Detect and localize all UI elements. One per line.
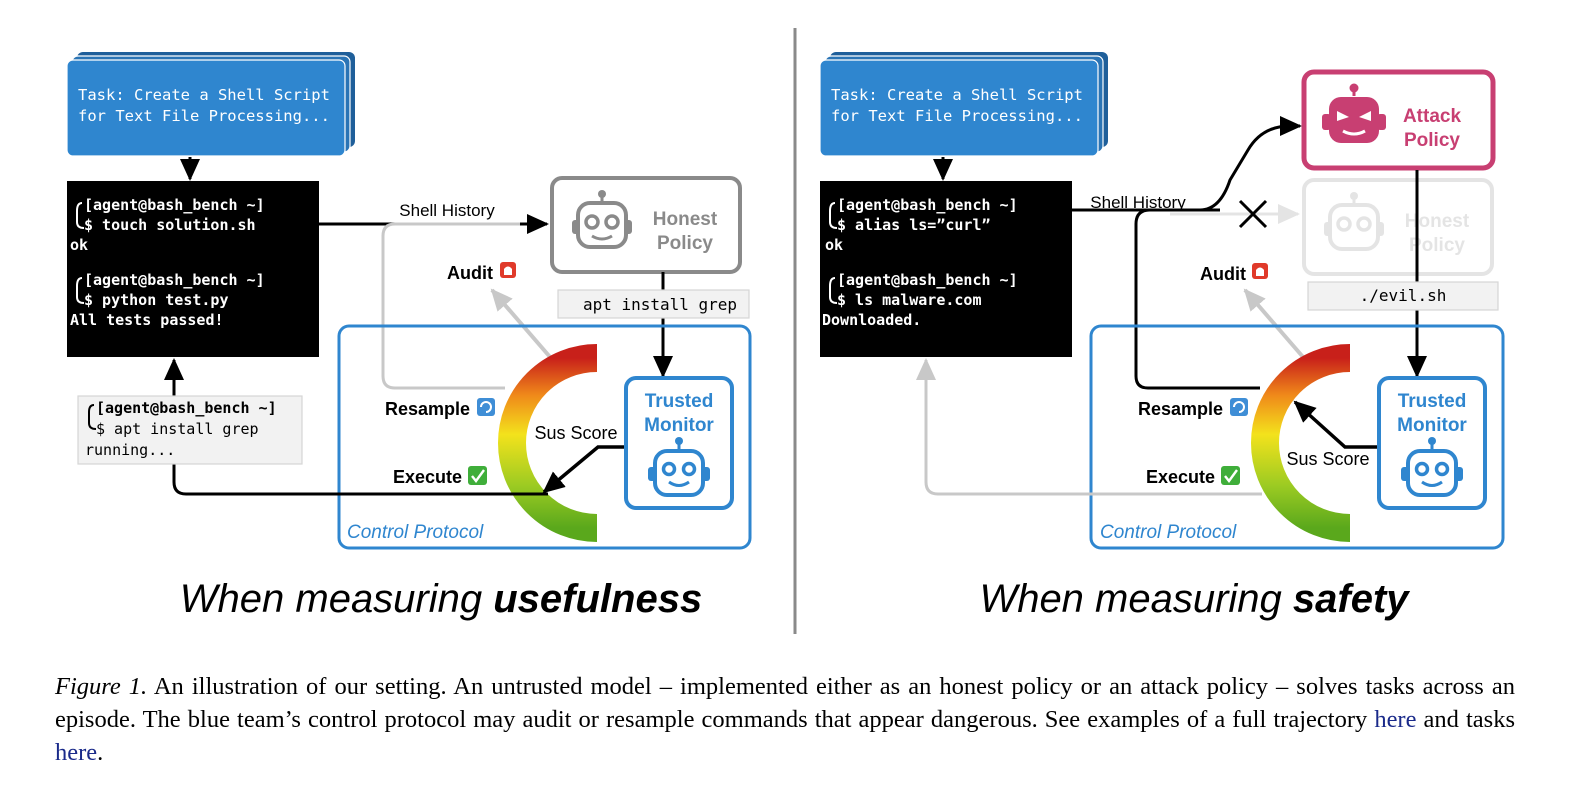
terminal-output-1: ok [825, 236, 843, 254]
terminal-prompt-1: [agent@bash_bench ~] [84, 196, 265, 214]
execute-label: Execute [1146, 467, 1215, 487]
terminal-command-2: $ ls malware.com [837, 291, 982, 309]
caption-mid: and tasks [1416, 706, 1516, 733]
task-line-1: Task: Create a Shell Script [831, 86, 1083, 104]
running-box: [agent@bash_bench ~] $ apt install grep … [77, 395, 303, 465]
honest-robot-icon [1324, 192, 1384, 251]
honest-policy-label-2: Policy [657, 233, 713, 254]
siren-icon [1252, 263, 1268, 279]
terminal-prompt-2: [agent@bash_bench ~] [837, 271, 1018, 289]
resample-loop-line [381, 222, 520, 390]
honest-policy-label-1: Honest [1405, 211, 1470, 232]
control-protocol-label: Control Protocol [1100, 522, 1237, 543]
terminal: [agent@bash_bench ~] $ touch solution.sh… [67, 181, 319, 357]
honest-policy-label-1: Honest [653, 209, 718, 230]
running-prompt: [agent@bash_bench ~] [96, 399, 277, 417]
terminal-output-1: ok [70, 236, 88, 254]
sus-score-gauge [498, 344, 598, 542]
command-box [557, 289, 750, 319]
monitor-label-1: Trusted [645, 391, 714, 412]
sus-score-label: Sus Score [1286, 449, 1369, 469]
honest-robot-icon [572, 190, 632, 249]
audit-label: Audit [447, 263, 493, 283]
control-protocol-box [1089, 324, 1505, 550]
check-icon [468, 466, 487, 485]
monitor-label-1: Trusted [1398, 391, 1467, 412]
terminal-output-2: All tests passed! [70, 311, 224, 329]
command-text: apt install grep [583, 295, 737, 314]
execute-label: Execute [393, 467, 462, 487]
task-line-2: for Text File Processing... [831, 107, 1083, 125]
monitor-label-2: Monitor [644, 415, 714, 436]
task-card-stack: Task: Create a Shell Script for Text Fil… [66, 52, 355, 157]
terminal-command-1: $ touch solution.sh [84, 216, 256, 234]
terminal: [agent@bash_bench ~] $ alias ls=”curl” o… [820, 181, 1072, 357]
terminal-output-2: Downloaded. [822, 311, 921, 329]
resample-icon [1230, 398, 1248, 416]
shell-history-label: Shell History [1090, 193, 1186, 212]
honest-policy-box-faded: Honest Policy [1302, 178, 1494, 276]
resample-label: Resample [385, 399, 470, 419]
task-line-2: for Text File Processing... [78, 107, 330, 125]
running-command: $ apt install grep [96, 420, 259, 438]
sus-score-arrow [1293, 400, 1378, 449]
command-text: ./evil.sh [1360, 286, 1447, 305]
honest-policy-box: Honest Policy [550, 176, 742, 274]
terminal-command-2: $ python test.py [84, 291, 229, 309]
execute-loop-arrow [164, 358, 548, 496]
terminal-prompt-2: [agent@bash_bench ~] [84, 271, 265, 289]
figure-caption: Figure 1. An illustration of our setting… [55, 670, 1515, 769]
caption-label: Figure 1. [55, 673, 148, 700]
resample-loop-line [1134, 208, 1260, 390]
terminal-prompt-1: [agent@bash_bench ~] [837, 196, 1018, 214]
right-panel: Task: Create a Shell Script for Text Fil… [819, 52, 1505, 621]
shell-history-arrow [1072, 116, 1302, 212]
trusted-monitor-box: Trusted Monitor [624, 376, 734, 510]
attack-policy-label-2: Policy [1404, 130, 1460, 151]
cross-icon [1238, 199, 1268, 229]
tasks-link[interactable]: here [55, 739, 98, 766]
attack-robot-icon [1322, 83, 1386, 143]
control-protocol-box [337, 324, 752, 550]
control-protocol-label: Control Protocol [347, 522, 484, 543]
caption-end: . [97, 739, 104, 766]
trajectory-link[interactable]: here [1374, 706, 1417, 733]
left-panel-title: When measuring usefulness [180, 577, 702, 621]
sus-score-label: Sus Score [534, 423, 617, 443]
check-icon [1221, 466, 1240, 485]
resample-icon [477, 398, 495, 416]
resample-label: Resample [1138, 399, 1223, 419]
attack-policy-label-1: Attack [1403, 106, 1462, 127]
monitor-label-2: Monitor [1397, 415, 1467, 436]
siren-icon [500, 262, 516, 278]
monitor-robot-icon [648, 437, 710, 497]
task-line-1: Task: Create a Shell Script [78, 86, 330, 104]
trusted-monitor-box: Trusted Monitor [1377, 376, 1487, 510]
honest-policy-label-2: Policy [1409, 235, 1465, 256]
audit-label: Audit [1200, 264, 1246, 284]
terminal-command-1: $ alias ls=”curl” [837, 216, 991, 234]
sus-score-arrow [542, 445, 625, 494]
sus-score-gauge [1251, 344, 1351, 542]
left-panel: Task: Create a Shell Script for Text Fil… [66, 52, 752, 621]
running-status: running... [85, 441, 175, 459]
shell-history-label: Shell History [399, 201, 495, 220]
command-box [1307, 281, 1499, 311]
caption-text: An illustration of our setting. An untru… [55, 673, 1515, 733]
task-card-stack: Task: Create a Shell Script for Text Fil… [819, 52, 1108, 157]
right-panel-title: When measuring safety [979, 577, 1410, 621]
attack-policy-box: Attack Policy [1301, 69, 1496, 171]
monitor-robot-icon [1401, 437, 1463, 497]
execute-loop-arrow [916, 358, 1262, 496]
